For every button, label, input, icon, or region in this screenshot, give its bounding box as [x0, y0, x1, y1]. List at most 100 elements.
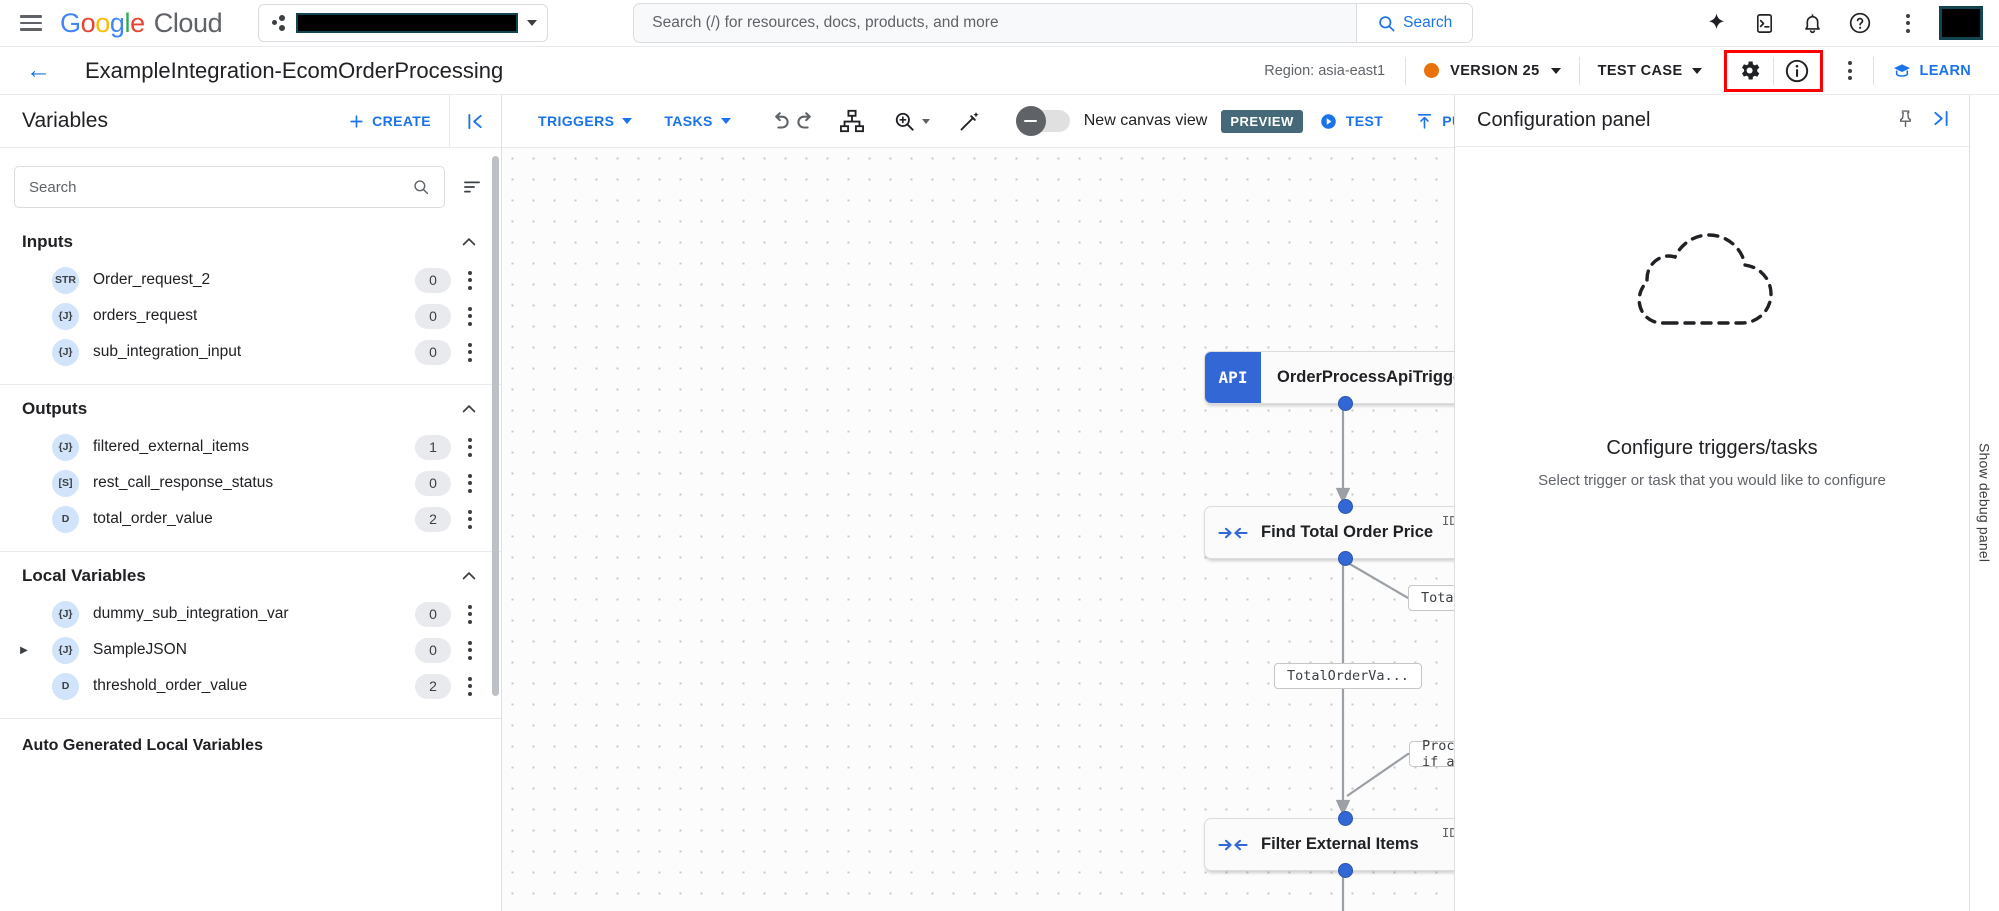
- row-more-vert-icon[interactable]: [457, 676, 483, 696]
- divider: [0, 551, 501, 552]
- variable-row[interactable]: STR Order_request_2 0: [0, 262, 501, 298]
- variables-section-outputs: Outputs {J} filtered_external_items 1: [0, 385, 501, 551]
- variables-search-input[interactable]: [29, 178, 412, 196]
- variable-count: 0: [415, 267, 451, 293]
- node-output-port[interactable]: [1338, 551, 1353, 566]
- cloud-shell-icon[interactable]: [1743, 2, 1785, 44]
- magic-wand-icon[interactable]: [958, 101, 982, 141]
- variable-count: 1: [415, 434, 451, 460]
- section-header[interactable]: Outputs: [0, 385, 501, 429]
- row-more-vert-icon[interactable]: [457, 509, 483, 529]
- learn-button[interactable]: LEARN: [1874, 61, 1985, 81]
- zoom-control[interactable]: [885, 110, 938, 133]
- configuration-panel-header: Configuration panel: [1455, 95, 1969, 147]
- canvas-node-filter-external-items[interactable]: Filter External Items ID:3: [1204, 811, 1454, 878]
- section-header[interactable]: Local Variables: [0, 552, 501, 596]
- page-header: ← ExampleIntegration-EcomOrderProcessing…: [0, 47, 1999, 95]
- row-more-vert-icon[interactable]: [457, 306, 483, 326]
- search-button[interactable]: Search: [1356, 4, 1473, 42]
- divider: [0, 384, 501, 385]
- variables-section-inputs: Inputs STR Order_request_2 0: [0, 218, 501, 384]
- row-more-vert-icon[interactable]: [457, 342, 483, 362]
- canvas-column: TRIGGERS TASKS: [502, 95, 1804, 911]
- row-expand-arrow[interactable]: ▶: [20, 644, 28, 656]
- sort-icon[interactable]: [459, 174, 485, 200]
- variable-row[interactable]: {J} filtered_external_items 1: [0, 429, 501, 465]
- node-input-port[interactable]: [1338, 499, 1353, 514]
- variables-section-local: Local Variables {J} dummy_sub_integratio…: [0, 552, 501, 718]
- collapse-left-icon[interactable]: [449, 95, 501, 147]
- more-vert-icon[interactable]: [1887, 2, 1929, 44]
- chevron-up-icon[interactable]: [459, 399, 479, 419]
- configuration-panel-empty-state: Configure triggers/tasks Select trigger …: [1455, 147, 1969, 911]
- chevron-up-icon[interactable]: [459, 232, 479, 252]
- section-header[interactable]: Inputs: [0, 218, 501, 262]
- version-label: VERSION 25: [1450, 62, 1540, 79]
- edge-label[interactable]: TotalOrderVa...: [1274, 663, 1422, 689]
- redo-icon[interactable]: [793, 101, 819, 141]
- notifications-bell-icon[interactable]: [1791, 2, 1833, 44]
- create-variable-button[interactable]: CREATE: [348, 113, 449, 130]
- node-output-port[interactable]: [1338, 396, 1353, 411]
- back-arrow-icon[interactable]: ←: [26, 56, 51, 84]
- hamburger-menu-icon[interactable]: [14, 6, 48, 40]
- row-more-vert-icon[interactable]: [457, 270, 483, 290]
- row-more-vert-icon[interactable]: [457, 437, 483, 457]
- chevron-down-icon: [1691, 67, 1702, 74]
- variable-row[interactable]: D total_order_value 2: [0, 501, 501, 537]
- variable-row[interactable]: {J} dummy_sub_integration_var 0: [0, 596, 501, 632]
- variable-name: threshold_order_value: [93, 677, 248, 694]
- variables-search-box[interactable]: [14, 166, 445, 208]
- edge-label[interactable]: TotalOrderVa...: [1408, 585, 1454, 611]
- canvas-node-trigger[interactable]: API OrderProcessApiTrigger: [1204, 351, 1454, 411]
- variable-row[interactable]: {J} sub_integration_input 0: [0, 334, 501, 370]
- variable-name: dummy_sub_integration_var: [93, 605, 289, 622]
- version-selector[interactable]: VERSION 25: [1406, 63, 1578, 79]
- pin-icon[interactable]: [1895, 108, 1916, 134]
- edge-label[interactable]: Proceed if a...: [1409, 738, 1454, 770]
- test-button[interactable]: TEST: [1303, 112, 1399, 131]
- info-circle-icon[interactable]: [1774, 51, 1820, 91]
- integration-canvas[interactable]: TotalOrderVa... TotalOrderVa... Proceed …: [502, 148, 1454, 911]
- help-circle-icon[interactable]: [1839, 2, 1881, 44]
- avatar[interactable]: [1939, 6, 1983, 40]
- row-more-vert-icon[interactable]: [457, 604, 483, 624]
- sidebar-scrollbar[interactable]: [492, 156, 499, 696]
- variables-sidebar: Variables CREATE: [0, 95, 502, 911]
- global-search[interactable]: Search: [633, 3, 1474, 43]
- project-selector[interactable]: [258, 4, 549, 42]
- chevron-up-icon[interactable]: [459, 566, 479, 586]
- variable-name: rest_call_response_status: [93, 474, 274, 491]
- more-vert-icon[interactable]: [1827, 51, 1873, 91]
- triggers-menu-button[interactable]: TRIGGERS: [522, 113, 648, 129]
- variable-row[interactable]: [S] rest_call_response_status 0: [0, 465, 501, 501]
- search-input[interactable]: [634, 4, 1357, 42]
- row-more-vert-icon[interactable]: [457, 640, 483, 660]
- plus-icon: [350, 114, 363, 128]
- undo-icon[interactable]: [767, 101, 793, 141]
- row-more-vert-icon[interactable]: [457, 473, 483, 493]
- new-canvas-view-toggle[interactable]: [1015, 106, 1070, 136]
- variable-count: 0: [415, 470, 451, 496]
- auto-layout-icon[interactable]: [839, 101, 865, 141]
- divider: [1772, 56, 1774, 85]
- node-output-port[interactable]: [1338, 863, 1353, 878]
- variable-row[interactable]: ▶ {J} SampleJSON 0: [0, 632, 501, 668]
- create-label: CREATE: [372, 113, 431, 129]
- configuration-panel-title: Configuration panel: [1477, 109, 1651, 131]
- node-input-port[interactable]: [1338, 811, 1353, 826]
- node-id: ID:1: [1441, 513, 1454, 528]
- canvas-node-find-total-order-price[interactable]: Find Total Order Price ID:1: [1204, 499, 1454, 566]
- variable-row[interactable]: {J} orders_request 0: [0, 298, 501, 334]
- collapse-right-icon[interactable]: [1930, 108, 1951, 134]
- toggle-knob: [1015, 106, 1046, 136]
- show-debug-panel-button[interactable]: Show debug panel: [1969, 95, 1999, 911]
- gear-icon[interactable]: [1727, 51, 1773, 91]
- gemini-sparkle-icon[interactable]: [1695, 2, 1737, 44]
- divider: [1578, 56, 1580, 85]
- variable-row[interactable]: D threshold_order_value 2: [0, 668, 501, 704]
- test-case-selector[interactable]: TEST CASE: [1580, 63, 1720, 79]
- variable-name: filtered_external_items: [93, 438, 249, 455]
- tasks-menu-button[interactable]: TASKS: [648, 113, 746, 129]
